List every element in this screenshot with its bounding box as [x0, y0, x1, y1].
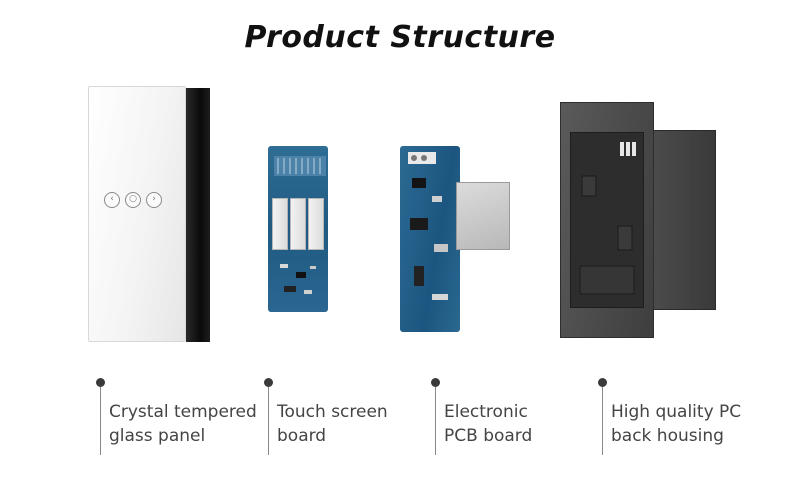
- pcb-board-image: [400, 146, 510, 332]
- main-pcb: [400, 146, 460, 332]
- touch-board-image: [268, 146, 336, 312]
- prev-button-icon: ‹: [104, 192, 120, 208]
- housing-details: [579, 142, 636, 295]
- caption-line: Crystal tempered: [109, 402, 257, 422]
- caption-line: Touch screen: [277, 402, 388, 422]
- pin-marker-icon: [598, 378, 607, 387]
- touch-pcb-traces: [274, 156, 326, 176]
- glass-panel-image: ‹ ○ ›: [88, 86, 212, 342]
- glass-edge: [186, 88, 210, 342]
- caption-line: board: [277, 426, 327, 446]
- housing-box: [650, 130, 716, 310]
- pin-marker-icon: [96, 378, 105, 387]
- center-button-icon: ○: [125, 192, 141, 208]
- caption-line: back housing: [611, 426, 724, 446]
- touch-pad: [308, 198, 324, 250]
- caption-line: glass panel: [109, 426, 206, 446]
- page-title: Product Structure: [244, 20, 556, 55]
- caption-text: Electronic PCB board: [444, 400, 614, 448]
- pin-marker-icon: [431, 378, 440, 387]
- pin-line: [602, 387, 603, 455]
- glass-face: [88, 86, 186, 342]
- pin-line: [268, 387, 269, 455]
- pin-marker-icon: [264, 378, 273, 387]
- touch-pcb-components: [280, 264, 316, 294]
- caption-text: Touch screen board: [277, 400, 447, 448]
- touch-pad: [272, 198, 288, 250]
- caption-line: High quality PC: [611, 402, 742, 422]
- caption-line: Electronic: [444, 402, 528, 422]
- pin-line: [435, 387, 436, 455]
- caption-text: Crystal tempered glass panel: [109, 400, 279, 448]
- caption-line: PCB board: [444, 426, 533, 446]
- back-housing-image: [560, 102, 716, 338]
- touch-pad: [290, 198, 306, 250]
- relay-module: [456, 182, 510, 250]
- caption-text: High quality PC back housing: [611, 400, 781, 448]
- pin-line: [100, 387, 101, 455]
- pcb-components: [408, 152, 448, 300]
- next-button-icon: ›: [146, 192, 162, 208]
